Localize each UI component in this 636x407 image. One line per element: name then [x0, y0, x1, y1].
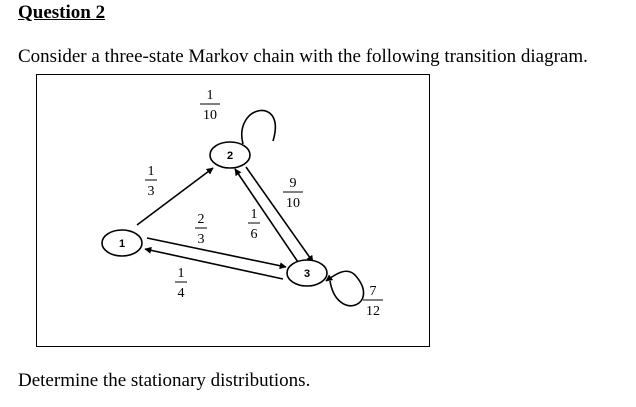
prob-1-to-3-numerator: 2 — [198, 212, 205, 227]
prob-2-to-3-denominator: 10 — [286, 196, 300, 211]
prob-label-1-to-3: 2 3 — [195, 212, 207, 247]
state-1-node: 1 — [101, 229, 143, 257]
prob-3-to-1-numerator: 1 — [178, 266, 185, 281]
state-3-node: 3 — [286, 259, 328, 287]
question-heading: Question 2 — [18, 2, 106, 23]
question-outro: Determine the stationary distributions. — [18, 370, 311, 391]
edge-1-to-3 — [146, 237, 287, 270]
transition-diagram-frame: 1 2 3 1 3 2 3 1 4 1 — [36, 74, 430, 347]
prob-1-to-3-denominator: 3 — [198, 232, 205, 247]
state-3-label: 3 — [304, 268, 310, 280]
prob-2-to-3-numerator: 9 — [290, 176, 297, 191]
prob-label-1-to-2: 1 3 — [145, 164, 157, 199]
state-2-node: 2 — [209, 141, 251, 169]
prob-label-3-to-2: 1 6 — [248, 207, 260, 242]
prob-3-to-3-denominator: 12 — [366, 304, 380, 319]
prob-label-3-to-1: 1 4 — [175, 266, 187, 301]
prob-3-to-2-numerator: 1 — [251, 207, 258, 222]
prob-2-to-2-denominator: 10 — [203, 108, 217, 123]
transition-diagram: 1 2 3 1 3 2 3 1 4 1 — [101, 88, 383, 319]
prob-1-to-2-denominator: 3 — [148, 184, 155, 199]
edge-1-to-2 — [136, 167, 214, 226]
state-1-label: 1 — [119, 238, 125, 250]
prob-3-to-3-numerator: 7 — [370, 284, 377, 299]
prob-label-3-to-3: 7 12 — [363, 284, 383, 319]
prob-2-to-2-numerator: 1 — [207, 88, 214, 103]
prob-label-2-to-3: 9 10 — [283, 176, 303, 211]
edge-3-to-2 — [234, 168, 301, 266]
edge-3-to-1 — [144, 246, 284, 280]
state-2-label: 2 — [227, 150, 233, 162]
prob-1-to-2-numerator: 1 — [148, 164, 155, 179]
prob-label-2-to-2: 1 10 — [200, 88, 220, 123]
question-intro: Consider a three-state Markov chain with… — [18, 46, 588, 67]
edge-2-to-3 — [245, 166, 314, 263]
self-loop-2 — [240, 109, 276, 145]
prob-3-to-1-denominator: 4 — [178, 286, 185, 301]
prob-3-to-2-denominator: 6 — [251, 227, 258, 242]
self-loop-3 — [325, 270, 365, 307]
self-loop-2-outer — [228, 111, 268, 141]
